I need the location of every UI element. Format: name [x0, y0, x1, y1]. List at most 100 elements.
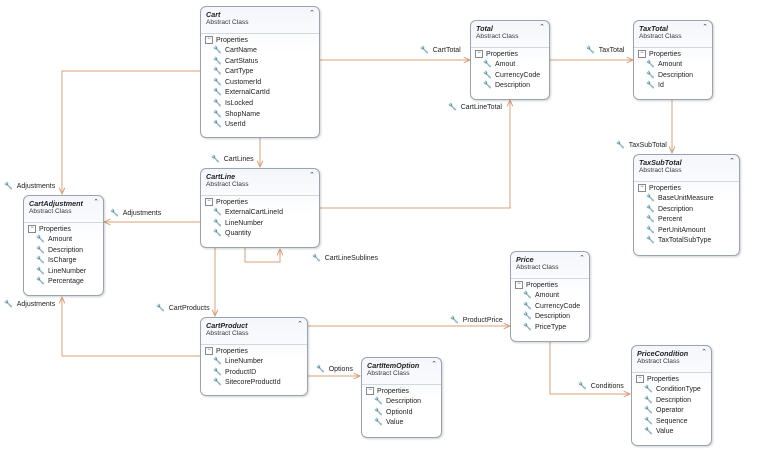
adjustments-mid-label[interactable]: 🔧Adjustments — [110, 209, 161, 218]
total-class[interactable]: Total Abstract Class ⌃ −Properties 🔧Amou… — [470, 20, 550, 100]
property-item[interactable]: 🔧Quantity — [213, 229, 319, 240]
property-item[interactable]: 🔧ExternalCartId — [213, 88, 319, 99]
cart-line-total-connector — [320, 100, 510, 209]
tax-sub-total-label[interactable]: 🔧TaxSubTotal — [616, 141, 667, 150]
property-item[interactable]: 🔧Description — [644, 396, 711, 407]
properties-section[interactable]: −Properties — [201, 33, 319, 46]
collapse-icon[interactable]: ⌃ — [702, 24, 708, 31]
collapse-icon[interactable]: ⌃ — [309, 10, 315, 17]
property-item[interactable]: 🔧LineNumber — [36, 267, 103, 278]
collapse-icon[interactable]: ⌃ — [297, 321, 303, 328]
cart-line-sublines-label[interactable]: 🔧CartLineSublines — [312, 254, 378, 263]
cartitemoption-class[interactable]: CartItemOption Abstract Class ⌃ −Propert… — [361, 357, 442, 438]
properties-section[interactable]: −Properties — [634, 47, 712, 60]
property-item[interactable]: 🔧LineNumber — [213, 357, 307, 368]
properties-section[interactable]: −Properties — [471, 47, 549, 60]
cart-lines-label[interactable]: 🔧CartLines — [211, 155, 254, 164]
price-class[interactable]: Price Abstract Class ⌃ −Properties 🔧Amou… — [510, 251, 590, 342]
collapse-icon[interactable]: ⌃ — [309, 172, 315, 179]
collapse-icon[interactable]: ⌃ — [701, 349, 707, 356]
collapse-icon[interactable]: ⌃ — [539, 24, 545, 31]
adjustments-bottom-label[interactable]: 🔧Adjustments — [4, 300, 55, 309]
collapse-box-icon[interactable]: − — [515, 281, 523, 289]
property-item[interactable]: 🔧ProductID — [213, 368, 307, 379]
property-item[interactable]: 🔧Description — [374, 397, 441, 408]
property-item[interactable]: 🔧PriceType — [523, 323, 589, 334]
wrench-icon: 🔧 — [213, 209, 222, 216]
collapse-box-icon[interactable]: − — [205, 347, 213, 355]
property-item[interactable]: 🔧ExternalCartLineId — [213, 208, 319, 219]
property-item[interactable]: 🔧Percentage — [36, 277, 103, 288]
collapse-box-icon[interactable]: − — [638, 184, 646, 192]
options-label[interactable]: 🔧Options — [316, 365, 353, 374]
property-item[interactable]: 🔧CustomerId — [213, 78, 319, 89]
collapse-icon[interactable]: ⌃ — [729, 158, 735, 165]
collapse-box-icon[interactable]: − — [205, 36, 213, 44]
properties-section[interactable]: −Properties — [511, 278, 589, 291]
association-text: CartLineTotal — [460, 103, 502, 111]
property-item[interactable]: 🔧CurrencyCode — [483, 71, 549, 82]
property-item[interactable]: 🔧Description — [483, 81, 549, 92]
taxsubtotal-class[interactable]: TaxSubTotal Abstract Class ⌃ −Properties… — [633, 154, 740, 256]
cart-total-label[interactable]: 🔧CartTotal — [420, 46, 461, 55]
property-item[interactable]: 🔧Amount — [523, 291, 589, 302]
cartline-class[interactable]: CartLine Abstract Class ⌃ −Properties 🔧E… — [200, 168, 320, 248]
property-item[interactable]: 🔧TaxTotalSubType — [646, 236, 739, 247]
property-item[interactable]: 🔧Description — [646, 71, 712, 82]
collapse-box-icon[interactable]: − — [205, 198, 213, 206]
property-item[interactable]: 🔧Description — [523, 312, 589, 323]
property-item[interactable]: 🔧CartType — [213, 67, 319, 78]
property-item[interactable]: 🔧CurrencyCode — [523, 302, 589, 313]
property-item[interactable]: 🔧IsCharge — [36, 256, 103, 267]
property-item[interactable]: 🔧CartStatus — [213, 57, 319, 68]
properties-section[interactable]: −Properties — [634, 181, 739, 194]
property-item[interactable]: 🔧ConditionType — [644, 385, 711, 396]
properties-section[interactable]: −Properties — [362, 384, 441, 397]
cart-class[interactable]: Cart Abstract Class ⌃ −Properties 🔧CartN… — [200, 6, 320, 138]
property-label: Description — [656, 396, 692, 404]
collapse-box-icon[interactable]: − — [636, 375, 644, 383]
property-item[interactable]: 🔧PerUnitAmount — [646, 226, 739, 237]
collapse-box-icon[interactable]: − — [475, 50, 483, 58]
cartadjustment-class[interactable]: CartAdjustment Abstract Class ⌃ −Propert… — [23, 195, 104, 296]
conditions-label[interactable]: 🔧Conditions — [578, 382, 624, 391]
pricecondition-class[interactable]: PriceCondition Abstract Class ⌃ −Propert… — [631, 345, 712, 446]
property-item[interactable]: 🔧Operator — [644, 406, 711, 417]
properties-section[interactable]: −Properties — [24, 222, 103, 235]
taxtotal-class[interactable]: TaxTotal Abstract Class ⌃ −Properties 🔧A… — [633, 20, 713, 100]
adjustments-top-label[interactable]: 🔧Adjustments — [4, 182, 55, 191]
property-item[interactable]: 🔧CartName — [213, 46, 319, 57]
property-item[interactable]: 🔧Description — [36, 246, 103, 257]
collapse-box-icon[interactable]: − — [28, 225, 36, 233]
properties-section[interactable]: −Properties — [632, 372, 711, 385]
collapse-icon[interactable]: ⌃ — [431, 361, 437, 368]
property-item[interactable]: 🔧ShopName — [213, 110, 319, 121]
collapse-icon[interactable]: ⌃ — [93, 199, 99, 206]
tax-total-label[interactable]: 🔧TaxTotal — [586, 46, 624, 55]
property-item[interactable]: 🔧Id — [646, 81, 712, 92]
collapse-box-icon[interactable]: − — [366, 387, 374, 395]
property-item[interactable]: 🔧Amount — [36, 235, 103, 246]
cart-products-label[interactable]: 🔧CartProducts — [156, 304, 210, 313]
properties-section[interactable]: −Properties — [201, 344, 307, 357]
cart-line-total-label[interactable]: 🔧CartLineTotal — [448, 103, 502, 112]
property-item[interactable]: 🔧Value — [644, 427, 711, 438]
property-item[interactable]: 🔧LineNumber — [213, 219, 319, 230]
properties-section[interactable]: −Properties — [201, 195, 319, 208]
property-item[interactable]: 🔧Value — [374, 418, 441, 429]
property-item[interactable]: 🔧OptionId — [374, 408, 441, 419]
property-item[interactable]: 🔧Percent — [646, 215, 739, 226]
property-item[interactable]: 🔧SitecoreProductId — [213, 378, 307, 389]
product-price-label[interactable]: 🔧ProductPrice — [450, 316, 503, 325]
property-item[interactable]: 🔧Description — [646, 205, 739, 216]
collapse-box-icon[interactable]: − — [638, 50, 646, 58]
cartproduct-class[interactable]: CartProduct Abstract Class ⌃ −Properties… — [200, 317, 308, 396]
class-kind: Abstract Class — [637, 358, 680, 365]
property-item[interactable]: 🔧Amount — [646, 60, 712, 71]
property-item[interactable]: 🔧UserId — [213, 120, 319, 131]
property-item[interactable]: 🔧Amout — [483, 60, 549, 71]
property-item[interactable]: 🔧IsLocked — [213, 99, 319, 110]
property-item[interactable]: 🔧BaseUnitMeasure — [646, 194, 739, 205]
collapse-icon[interactable]: ⌃ — [579, 255, 585, 262]
property-item[interactable]: 🔧Sequence — [644, 417, 711, 428]
